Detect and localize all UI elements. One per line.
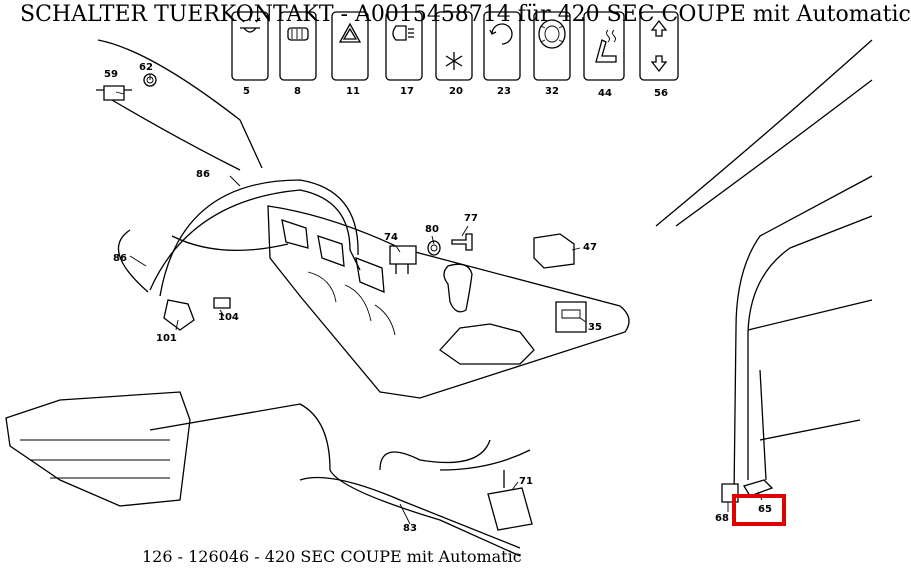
switch-32[interactable]: 32 xyxy=(533,11,571,97)
part-labels: 59 62 86 86 101 104 74 80 77 47 35 71 83… xyxy=(104,62,772,534)
switch-5[interactable]: 5 xyxy=(231,11,269,97)
switch-number: 17 xyxy=(400,86,414,97)
small-parts xyxy=(96,73,774,531)
heated-seat-icon xyxy=(595,29,617,63)
label-35: 35 xyxy=(588,322,602,333)
interior-light-icon xyxy=(239,16,261,33)
part-59-connector[interactable] xyxy=(96,85,132,101)
switch-23[interactable]: 23 xyxy=(483,11,521,97)
switch-8[interactable]: 8 xyxy=(279,11,317,97)
headlight-icon xyxy=(392,25,414,41)
label-74: 74 xyxy=(384,232,398,243)
snowflake-icon xyxy=(445,52,463,70)
switch-number: 23 xyxy=(497,86,511,97)
label-86-top: 86 xyxy=(196,169,210,180)
switch-number: 32 xyxy=(545,86,559,97)
part-80-washer[interactable] xyxy=(427,240,441,256)
label-62: 62 xyxy=(139,62,153,73)
label-68: 68 xyxy=(715,513,729,524)
console-plate xyxy=(267,205,630,399)
switch-number: 20 xyxy=(449,86,463,97)
switch-number: 5 xyxy=(243,86,250,97)
harness-86 xyxy=(97,39,361,297)
label-104: 104 xyxy=(218,312,239,323)
diagram-caption: 126 - 126046 - 420 SEC COUPE mit Automat… xyxy=(142,547,522,566)
part-35-switch[interactable] xyxy=(555,301,587,333)
page-title: SCHALTER TUERKONTAKT - A0015458714 für 4… xyxy=(20,2,911,27)
hazard-triangle-icon xyxy=(338,22,362,43)
label-83: 83 xyxy=(403,523,417,534)
switch-number: 8 xyxy=(294,86,301,97)
label-47: 47 xyxy=(583,242,597,253)
tire-icon xyxy=(538,19,566,49)
label-86-left: 86 xyxy=(113,253,127,264)
part-74-clip[interactable] xyxy=(389,245,417,274)
harness-83 xyxy=(149,403,531,557)
part-71-relay[interactable] xyxy=(487,470,533,531)
exploded-parts-diagram: 5 8 11 17 xyxy=(5,11,873,557)
label-65: 65 xyxy=(758,504,772,515)
switch-56[interactable]: 56 xyxy=(639,11,679,99)
part-47-switch[interactable] xyxy=(533,233,575,269)
recirculation-icon xyxy=(489,23,513,45)
switch-17[interactable]: 17 xyxy=(385,11,423,97)
switch-44[interactable]: 44 xyxy=(583,11,625,99)
part-77-screw[interactable] xyxy=(451,233,473,251)
switch-number: 44 xyxy=(598,88,612,99)
control-unit-left xyxy=(5,391,191,507)
switch-11[interactable]: 11 xyxy=(331,11,369,97)
switch-20[interactable]: 20 xyxy=(435,11,473,97)
car-body-outline xyxy=(655,39,873,497)
highlight-box-65[interactable] xyxy=(732,494,786,526)
part-65-door-contact-switch[interactable] xyxy=(743,479,774,497)
leader-lines xyxy=(115,74,763,525)
up-down-arrow-icon xyxy=(650,19,668,73)
part-101-socket[interactable] xyxy=(163,299,195,331)
label-71: 71 xyxy=(519,476,533,487)
switch-number: 56 xyxy=(654,88,668,99)
rear-defroster-icon xyxy=(287,27,309,41)
switch-strip: 5 8 11 17 xyxy=(231,11,679,99)
label-101: 101 xyxy=(156,333,177,344)
label-77: 77 xyxy=(464,213,478,224)
switch-number: 11 xyxy=(346,86,360,97)
part-104-bulb[interactable] xyxy=(213,297,231,309)
label-59: 59 xyxy=(104,69,118,80)
label-80: 80 xyxy=(425,224,439,235)
